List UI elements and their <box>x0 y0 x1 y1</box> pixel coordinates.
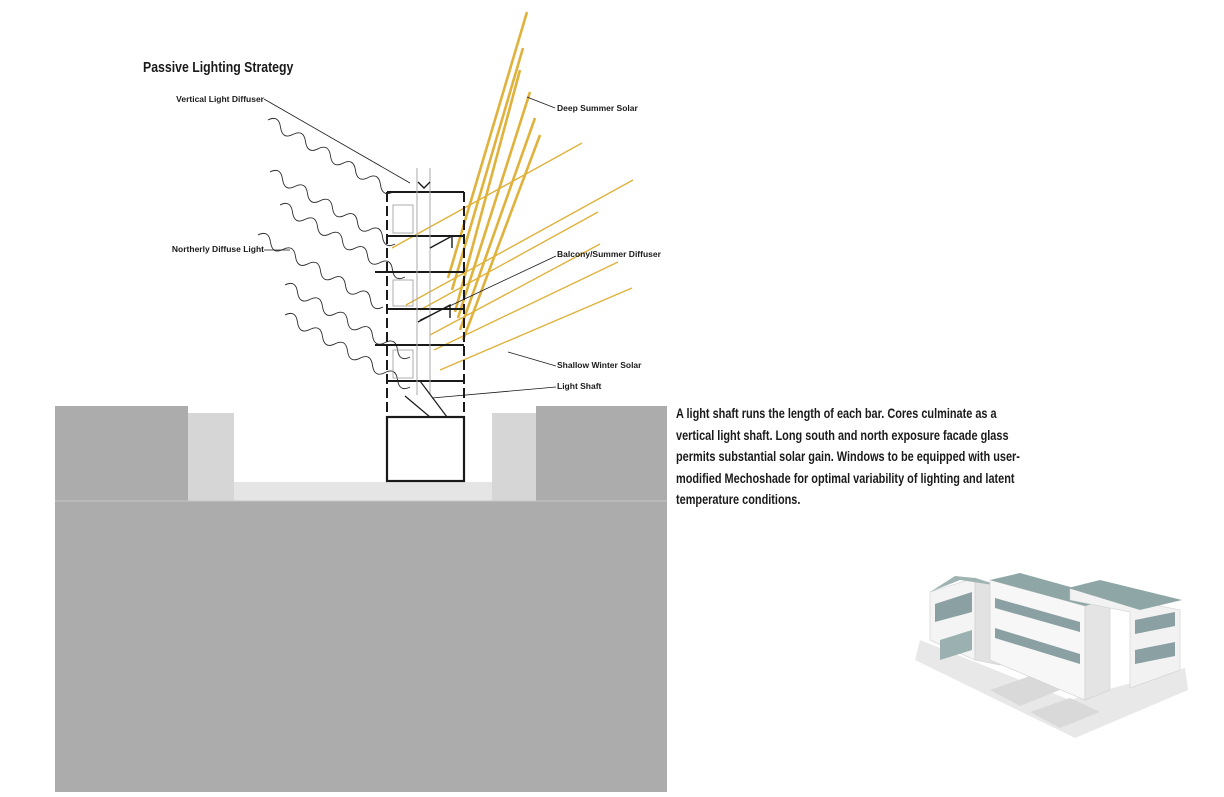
shallow-winter-solar-ray <box>405 179 634 306</box>
render-window-band-1 <box>995 598 1080 632</box>
shallow-winter-solar-ray <box>429 243 601 336</box>
description-paragraph: A light shaft runs the length of each ba… <box>676 403 1020 511</box>
render-block-3-side <box>1069 587 1181 689</box>
render-window-band-6 <box>940 630 972 660</box>
shallow-winter-solar-ray <box>439 287 633 371</box>
render-ground-shadow <box>915 640 1188 738</box>
courtyard-wall-left <box>188 413 234 501</box>
label-deep-summer-solar: Deep Summer Solar <box>557 103 638 113</box>
description-line-4: modified Mechoshade for optimal variabil… <box>676 469 1015 486</box>
description-line-3: permits substantial solar gain. Windows … <box>676 448 1020 464</box>
description-line-1: A light shaft runs the length of each ba… <box>676 405 997 421</box>
deep-summer-solar-ray <box>446 11 529 279</box>
shallow-winter-solar-ray <box>391 142 583 249</box>
ground-mass <box>55 406 667 792</box>
basement-box <box>385 415 466 483</box>
vertical-light-diffuser-cap <box>417 181 431 189</box>
courtyard-wall-right <box>492 413 536 501</box>
render-shadow-pad-1 <box>990 676 1060 706</box>
building-section <box>375 168 466 483</box>
diffuse-light-wave <box>269 169 396 247</box>
label-vertical-light-diffuser: Vertical Light Diffuser <box>176 94 265 104</box>
deep-summer-solar-ray <box>458 117 537 331</box>
shallow-winter-solar-ray <box>419 211 599 311</box>
diffuse-light-wave <box>257 232 384 310</box>
diffuse-light-wave <box>279 202 406 280</box>
render-window-band-4 <box>1135 612 1175 634</box>
ground-right-block <box>536 406 667 501</box>
leader-vertical-light-diffuser <box>263 98 411 184</box>
leader-lines <box>263 96 557 399</box>
stair-diagonal <box>404 380 448 418</box>
leader-light-shaft <box>431 386 557 399</box>
render-window-band-5 <box>1135 642 1175 664</box>
diffuse-light-wave <box>284 312 411 390</box>
label-light-shaft: Light Shaft <box>557 381 602 391</box>
ground-left-block <box>55 406 188 501</box>
page-title: Passive Lighting Strategy <box>143 59 294 76</box>
ground-base <box>55 501 667 792</box>
render-window-band-2 <box>995 628 1080 664</box>
balcony-diffuser-1 <box>429 234 453 249</box>
label-shallow-winter-solar: Shallow Winter Solar <box>557 360 642 370</box>
render-block-3-roof <box>1068 580 1182 610</box>
deep-summer-solar-ray <box>461 134 542 341</box>
description-line-2: vertical light shaft. Long south and nor… <box>676 426 1009 443</box>
annotation-labels: Vertical Light Diffuser Deep Summer Sola… <box>172 94 662 391</box>
render-block-1-roof <box>930 576 1000 592</box>
diffuse-light-wave <box>284 282 411 360</box>
render-block-2-front <box>1084 597 1111 701</box>
render-window-band-3 <box>935 592 972 622</box>
interior-room-3 <box>392 349 414 379</box>
diffuse-light-wave <box>267 117 394 195</box>
leader-shallow-winter-solar <box>507 351 557 367</box>
solar-rays <box>391 11 634 371</box>
label-balcony-summer-diffuser: Balcony/Summer Diffuser <box>557 249 662 259</box>
leader-balcony-summer-diffuser <box>419 255 557 321</box>
leader-deep-summer-solar <box>526 96 556 109</box>
interior-room-1 <box>392 204 414 234</box>
northerly-diffuse-light-waves <box>257 117 411 390</box>
interior-room-2 <box>392 279 414 307</box>
label-northerly-diffuse-light: Northerly Diffuse Light <box>172 244 264 254</box>
render-shadow-pad-2 <box>1030 698 1100 728</box>
deep-summer-solar-ray <box>456 91 532 319</box>
courtyard-floor <box>234 482 492 501</box>
building-render-illustration <box>915 573 1188 738</box>
description-line-5: temperature conditions. <box>676 491 801 507</box>
